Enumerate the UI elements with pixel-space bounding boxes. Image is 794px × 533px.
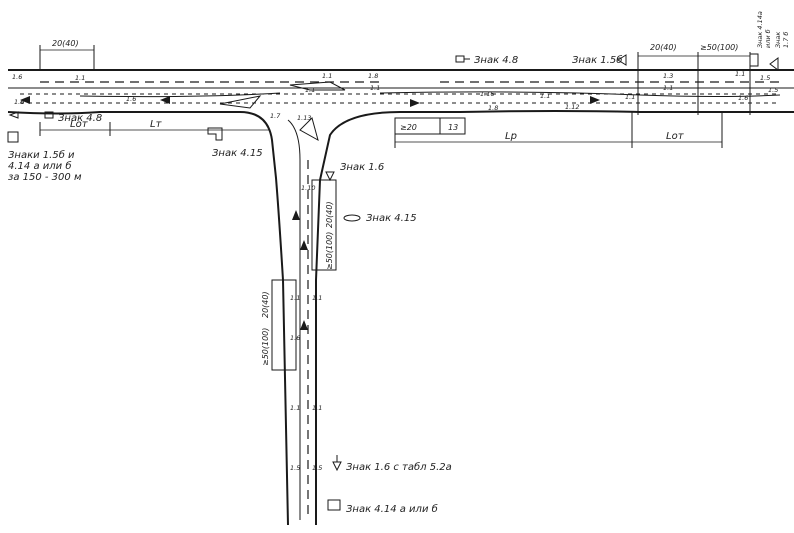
lane-code: 1.1 xyxy=(540,92,550,100)
direction-arrow-icon xyxy=(410,99,420,107)
sign-label: Знак 4.14 а или б xyxy=(346,503,438,515)
right-dimension-block: 20(40) ≥50(100) Знак 4.14а или б Знак 1.… xyxy=(637,11,790,115)
right-lower-dimensions: ≥20 13 Lр Lот xyxy=(394,112,723,148)
sign-label: Знак 4.14а xyxy=(756,11,764,48)
lane-code: 1.8 xyxy=(368,72,378,80)
lane-code: 1.7 xyxy=(270,112,281,120)
direction-arrow-icon xyxy=(590,96,600,104)
dim-label: 13 xyxy=(448,123,458,132)
lane-code: 1.1 xyxy=(735,70,745,78)
lane-code: 1.1 xyxy=(663,84,673,92)
note-line: Знаки 1.5б и xyxy=(8,149,75,161)
side-road-center-solid xyxy=(287,119,301,520)
sign-4-8-icon xyxy=(455,55,465,63)
left-signs: Знак 4.8 Знаки 1.5б и 4.14 а или б за 15… xyxy=(7,111,270,183)
dim-label: ≥50(100) xyxy=(325,232,334,270)
dim-label: Lр xyxy=(505,131,517,142)
side-island-icon xyxy=(299,117,319,142)
lane-code: 1.1 xyxy=(290,294,300,302)
lane-code: 1.1 xyxy=(625,93,635,101)
lane-arrow-icon xyxy=(292,210,300,220)
sign-label: 1.7 б xyxy=(782,32,790,48)
lane-code: 1.16 xyxy=(480,90,494,98)
main-road-bottom-edge-right xyxy=(315,110,794,525)
lane-code: 1.1 xyxy=(75,74,85,82)
lane-code: 1.13 xyxy=(297,114,311,122)
direction-arrow-icon xyxy=(160,96,170,104)
sign-4-15-icon xyxy=(343,214,361,222)
sign-4-14-icon xyxy=(327,499,341,511)
note-line: 4.14 а или б xyxy=(8,160,72,172)
sign-label: Знак 4.15 xyxy=(212,148,263,159)
dim-label: ≥50(100) xyxy=(261,328,270,366)
lane-code: 1.5 xyxy=(290,464,300,472)
lane-code: 1.12 xyxy=(565,103,579,111)
lane-code: 1.6 xyxy=(14,98,24,106)
yield-sign-icon xyxy=(325,171,335,182)
lane-code: 1.6 xyxy=(12,73,22,81)
lane-code: 1.6 xyxy=(126,95,136,103)
sign-label: Знак 4.15 xyxy=(366,213,417,224)
note-line: за 150 - 300 м xyxy=(8,172,82,183)
left-turn-taper xyxy=(79,92,281,98)
channelizing-island xyxy=(289,81,346,91)
direction-sign-icon xyxy=(8,111,19,119)
dim-label: Lот xyxy=(666,131,685,142)
warning-sign-icon xyxy=(769,57,779,71)
direction-arrow-icon xyxy=(20,96,30,104)
dim-label: 20(40) xyxy=(325,201,334,228)
lane-code: 1.5 xyxy=(312,464,322,472)
lane-code: 1.6 xyxy=(290,334,300,342)
sign-icon xyxy=(749,53,759,67)
dim-label: ≥20 xyxy=(400,123,417,132)
sign-4-15-icon xyxy=(207,127,223,141)
lane-code: 1.1 xyxy=(312,294,322,302)
lane-code: 1.5 xyxy=(768,86,778,94)
sign-label: Знак 1.6 с табл 5.2а xyxy=(346,461,452,473)
main-road: 20(40) 1.6 1.1 1.1 1.8 1.1 1.1 1.1 1.6 1… xyxy=(7,39,794,526)
side-lane-box-lower xyxy=(271,279,297,371)
warning-sign-icon xyxy=(617,54,627,66)
sign-4-8-icon xyxy=(44,111,54,119)
lane-code: 1.1 xyxy=(312,404,322,412)
dim-label: 20(40) xyxy=(650,43,677,52)
sign-plate-icon xyxy=(7,131,19,143)
lane-code: 1.5 xyxy=(760,74,770,82)
lane-arrow-icon xyxy=(300,240,308,250)
lane-code: 1.3 xyxy=(663,72,673,80)
dim-label: Lт xyxy=(150,119,163,130)
dim-label: ≥50(100) xyxy=(700,43,738,52)
lane-code: 1.8 xyxy=(488,104,498,112)
lane-arrow-icon xyxy=(300,320,308,330)
sign-label: или б xyxy=(764,29,772,48)
sign-label: Знак 1.6 xyxy=(340,162,384,173)
lane-code: 1.1 xyxy=(370,84,380,92)
sign-label: Знак 4.8 xyxy=(474,55,518,66)
sign-label: Знак 1.5б xyxy=(572,54,622,66)
side-lane-box-upper xyxy=(311,179,337,271)
side-road: 1.13 1.10 Знак 1.6 20(40) ≥50(100) Знак … xyxy=(261,114,452,520)
dim-label: 20(40) xyxy=(261,291,270,318)
top-dim-label: 20(40) xyxy=(52,39,79,48)
top-signs: Знак 4.8 Знак 1.5б xyxy=(455,54,627,66)
lane-code: 1.1 xyxy=(322,72,332,80)
lane-box xyxy=(394,117,466,135)
lane-code: 1.1 xyxy=(290,404,300,412)
right-turn-taper xyxy=(379,91,781,97)
lane-code: 1.1 xyxy=(305,86,315,94)
main-road-bottom-edge-left xyxy=(7,111,289,526)
sign-label: Знак xyxy=(774,32,782,48)
island-hatch-left xyxy=(219,95,262,109)
sign-label: Знак 4.8 xyxy=(58,113,102,124)
yield-sign-icon xyxy=(332,461,342,472)
lane-code: 1.10 xyxy=(301,184,315,192)
lane-code: 1.6 xyxy=(738,94,748,102)
dim-label: Lот xyxy=(70,119,89,130)
